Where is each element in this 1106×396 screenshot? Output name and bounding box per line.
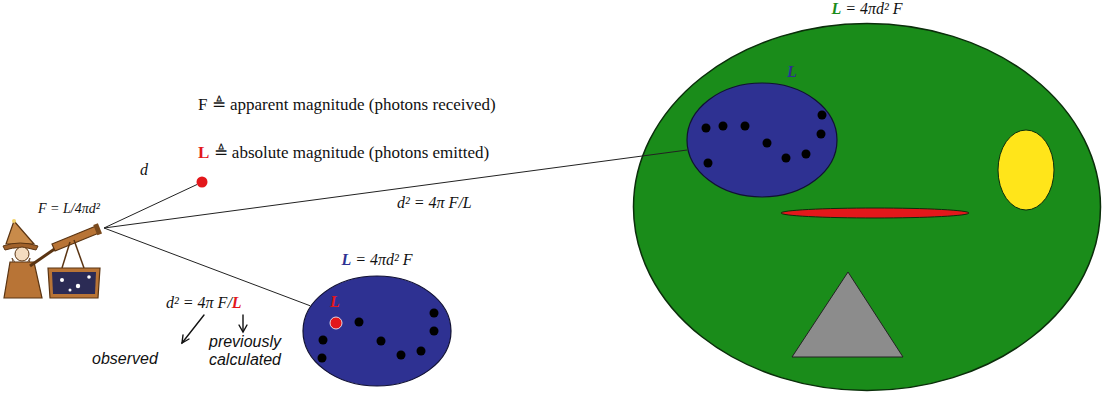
edge-formula: d² = 4π F/L [397, 193, 472, 212]
handwritten-note: previously calculated [200, 333, 290, 370]
star-dots [318, 309, 439, 363]
grey-triangle [792, 272, 903, 357]
galaxy-ellipse: L [686, 82, 838, 198]
green-region [634, 24, 1101, 391]
observer-figure: F = L/4πd² [0, 200, 104, 304]
flux-formula: F = L/4πd² [38, 201, 100, 218]
definition-text: F ≜ apparent magnitude (photons received… [198, 95, 496, 115]
blue-galaxy [303, 276, 451, 386]
luminosity-formula: L = 4πd² F [632, 0, 1102, 18]
red-galaxy [781, 208, 969, 218]
blue-galaxy [687, 83, 837, 197]
shape-outline [686, 82, 838, 198]
shape-outline [632, 22, 1102, 392]
luminosity-symbol: L [330, 292, 340, 311]
universe-ellipse: L = 4πd² FL [632, 22, 1102, 392]
distance-label: d [140, 160, 148, 179]
astronomer-icon [3, 219, 102, 298]
definition-text: L ≜ absolute magnitude (photons emitted) [198, 143, 489, 163]
handwritten-note: observed [92, 349, 158, 368]
yellow-galaxy [998, 130, 1054, 210]
star-dot [197, 177, 208, 188]
shape-outline [302, 275, 452, 387]
luminosity-symbol: L [787, 62, 797, 81]
star-dots [702, 111, 827, 168]
luminosity-formula: L = 4πd² F [302, 250, 452, 269]
star-dot [330, 317, 342, 329]
edge-formula: d² = 4π F/L [166, 293, 242, 312]
galaxy-ellipse: L = 4πd² FL [302, 275, 452, 387]
